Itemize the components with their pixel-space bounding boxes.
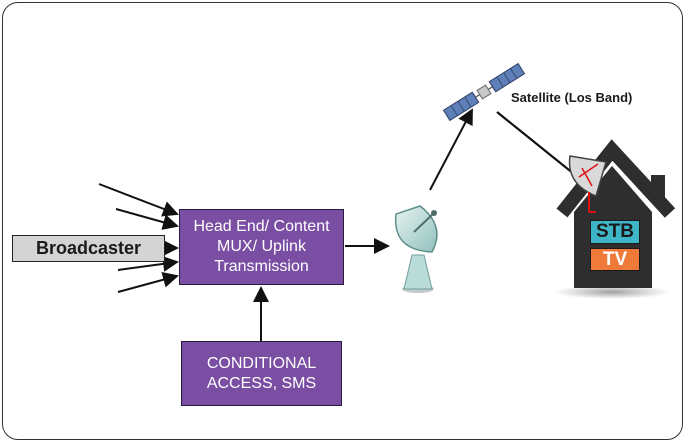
satellite-icon bbox=[442, 62, 526, 122]
broadcaster-box: Broadcaster bbox=[12, 235, 165, 262]
dish-to-satellite-arrow bbox=[429, 108, 473, 191]
head-end-box: Head End/ Content MUX/ Uplink Transmissi… bbox=[179, 209, 344, 285]
conditional-access-box: CONDITIONAL ACCESS, SMS bbox=[181, 341, 342, 406]
input-arrow-1 bbox=[98, 183, 179, 217]
stb-box: STB bbox=[590, 220, 640, 244]
input-arrow-4 bbox=[117, 271, 179, 293]
satellite-label: Satellite (Los Band) bbox=[511, 90, 633, 105]
downlink-line bbox=[496, 111, 575, 175]
roof-dish-icon bbox=[568, 155, 607, 213]
uplink-dish-icon bbox=[394, 205, 438, 293]
tv-box: TV bbox=[590, 248, 640, 271]
input-arrow-2 bbox=[115, 208, 179, 230]
input-arrow-3 bbox=[117, 255, 179, 272]
